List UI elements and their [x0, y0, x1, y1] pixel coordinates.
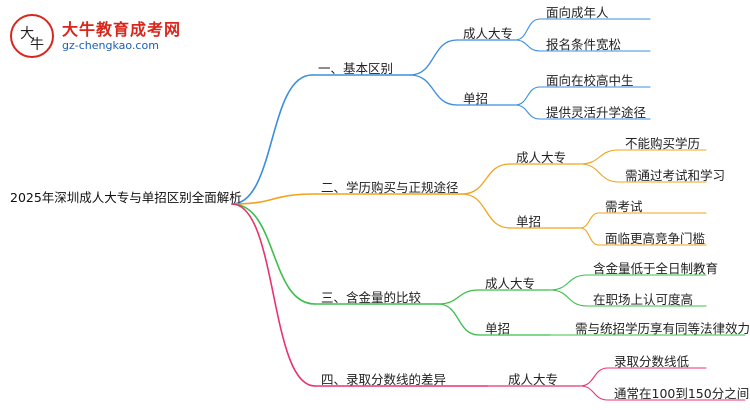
leaf-connector [514, 39, 541, 52]
child-node[interactable]: 单招 [485, 321, 511, 336]
branch-connector [231, 203, 316, 305]
leaf-node[interactable]: 不能购买学历 [625, 136, 701, 151]
leaf-connector [549, 274, 588, 291]
leaf-connector [579, 385, 609, 401]
leaf-node[interactable]: 面临更高竞争门槛 [605, 231, 706, 246]
leaf-node[interactable]: 需考试 [605, 199, 643, 214]
child-connector [437, 303, 480, 336]
branch-node[interactable]: 四、录取分数线的差异 [321, 372, 447, 387]
leaf-connector [549, 289, 588, 307]
root-node[interactable]: 2025年深圳成人大专与单招区别全面解析 [10, 190, 242, 205]
child-connector [409, 74, 458, 106]
leaf-node[interactable]: 面向在校高中生 [546, 73, 634, 88]
child-node[interactable]: 成人大专 [508, 372, 559, 387]
leaf-connector [579, 163, 620, 183]
branch-node[interactable]: 二、学历购买与正规途径 [321, 180, 459, 195]
leaf-connector [579, 367, 609, 387]
leaf-connector [514, 18, 541, 41]
branch-connector [231, 193, 316, 205]
child-connector [437, 289, 480, 305]
leaf-node[interactable]: 在职场上认可度高 [593, 292, 694, 307]
leaf-node[interactable]: 提供灵活升学途径 [546, 105, 647, 120]
logo-badge-icon: 大 牛 [10, 14, 54, 58]
leaf-connector [514, 104, 541, 120]
leaf-node[interactable]: 报名条件宽松 [546, 37, 622, 52]
site-logo[interactable]: 大 牛 大牛教育成考网 gz-chengkao.com [10, 14, 210, 60]
leaf-node[interactable]: 面向成年人 [546, 5, 609, 20]
child-node[interactable]: 成人大专 [516, 150, 567, 165]
branch-connector [231, 74, 313, 205]
child-connector [461, 193, 511, 229]
leaf-node[interactable]: 需通过考试和学习 [625, 168, 726, 183]
child-connector [409, 39, 458, 76]
branch-connector [231, 203, 316, 387]
child-node[interactable]: 成人大专 [485, 276, 536, 291]
leaf-connector [514, 86, 541, 106]
child-node[interactable]: 单招 [463, 91, 489, 106]
logo-title: 大牛教育成考网 [62, 20, 182, 39]
leaf-node[interactable]: 需与统招学历享有同等法律效力 [575, 321, 750, 336]
logo-url: gz-chengkao.com [62, 39, 159, 52]
leaf-connector [579, 212, 600, 229]
branch-node[interactable]: 三、含金量的比较 [321, 290, 422, 305]
leaf-node[interactable]: 通常在100到150分之间 [614, 386, 750, 401]
leaf-node[interactable]: 录取分数线低 [614, 354, 690, 369]
branch-node[interactable]: 一、基本区别 [318, 61, 394, 76]
child-node[interactable]: 单招 [516, 214, 542, 229]
child-node[interactable]: 成人大专 [463, 26, 514, 41]
leaf-connector [579, 149, 620, 165]
svg-text:牛: 牛 [30, 37, 44, 53]
leaf-connector [579, 227, 600, 246]
child-connector [461, 163, 511, 195]
leaf-node[interactable]: 含金量低于全日制教育 [593, 261, 719, 276]
svg-text:大: 大 [20, 26, 34, 42]
